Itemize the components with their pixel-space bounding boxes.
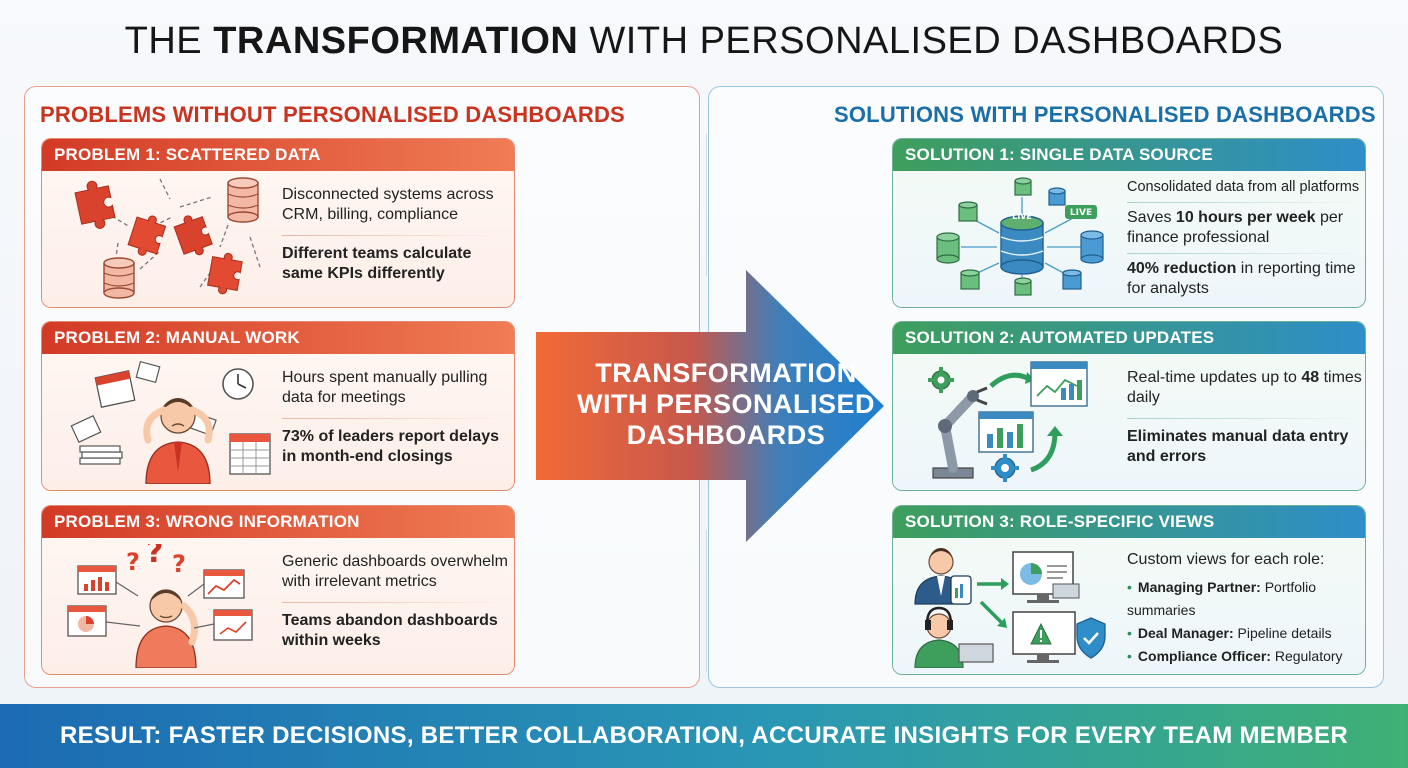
database-icon	[227, 177, 259, 223]
svg-text:?: ?	[126, 548, 140, 576]
solution-3-text: Custom views for each role: Managing Par…	[1127, 550, 1363, 674]
svg-text:?: ?	[172, 550, 186, 578]
svg-text:LIVE: LIVE	[1070, 208, 1092, 218]
svg-text:LIVE: LIVE	[1012, 212, 1032, 221]
solution-1-header: SOLUTION 1: SINGLE DATA SOURCE	[893, 139, 1365, 171]
bar-chart-window-icon	[77, 565, 117, 595]
solution-2-benefit: Eliminates manual data entry and errors	[1127, 428, 1349, 465]
database-icon	[1048, 187, 1104, 290]
problem-card-wrong-information: PROBLEM 3: WRONG INFORMATION	[41, 505, 515, 675]
problem-1-description: Disconnected systems across CRM, billing…	[282, 186, 494, 223]
problems-heading: PROBLEMS WITHOUT PERSONALISED DASHBOARDS	[40, 102, 625, 127]
role-specific-views-illustration	[914, 548, 1106, 668]
clock-icon	[222, 368, 254, 400]
problem-2-description: Hours spent manually pulling data for me…	[282, 369, 488, 406]
puzzle-piece-icon	[127, 215, 167, 256]
line-chart-window-icon	[203, 569, 245, 599]
robot-arm-icon	[932, 386, 988, 479]
title-prefix: THE	[124, 20, 214, 62]
headset-person-icon	[914, 606, 994, 668]
gear-icon	[991, 454, 1019, 482]
bar-chart-window-icon	[213, 609, 253, 641]
problem-3-impact: Teams abandon dashboards within weeks	[282, 612, 498, 649]
database-icon	[103, 257, 135, 299]
problem-card-manual-work: PROBLEM 2: MANUAL WORK	[41, 321, 515, 491]
database-hub-icon: LIVE	[1000, 212, 1044, 275]
transformation-label-line-1: TRANSFORMATION	[595, 358, 857, 388]
chart-monitor-icon	[978, 411, 1034, 453]
shield-check-icon	[1076, 617, 1106, 659]
puzzle-piece-icon	[74, 180, 116, 229]
solution-2-description: Real-time updates up to 48 times daily	[1127, 369, 1362, 406]
problem-1-header: PROBLEM 1: SCATTERED DATA	[42, 139, 514, 171]
manual-work-illustration	[70, 360, 271, 484]
pie-chart-window-icon	[67, 605, 107, 637]
page-title: THE TRANSFORMATION WITH PERSONALISED DAS…	[0, 20, 1408, 63]
center-divider-top	[706, 134, 707, 276]
solution-3-header: SOLUTION 3: ROLE-SPECIFIC VIEWS	[893, 506, 1365, 538]
question-mark-icon: ? ? ?	[126, 544, 186, 578]
result-banner: RESULT: FASTER DECISIONS, BETTER COLLABO…	[0, 704, 1408, 768]
solution-card-role-specific-views: SOLUTION 3: ROLE-SPECIFIC VIEWS	[892, 505, 1366, 675]
role-item-deal-manager: Deal Manager: Pipeline details	[1127, 622, 1363, 645]
title-bold: TRANSFORMATION	[213, 20, 579, 62]
problem-1-impact: Different teams calculate same KPIs diff…	[282, 245, 472, 282]
chart-monitor-icon	[1030, 361, 1088, 407]
problem-3-text: Generic dashboards overwhelm with irrele…	[282, 552, 508, 651]
transformation-label-line-2: WITH PERSONALISED	[576, 389, 875, 419]
solution-1-benefit-reduction: 40% reduction in reporting time for anal…	[1127, 260, 1356, 297]
problem-1-text: Disconnected systems across CRM, billing…	[282, 185, 508, 284]
solution-1-benefit-hours: Saves 10 hours per week per finance prof…	[1127, 209, 1344, 246]
title-suffix: WITH PERSONALISED DASHBOARDS	[578, 20, 1284, 62]
database-icon	[936, 177, 1032, 296]
problem-3-description: Generic dashboards overwhelm with irrele…	[282, 553, 508, 590]
role-list: Managing Partner: Portfolio summaries De…	[1127, 576, 1363, 674]
calendar-icon	[94, 370, 136, 408]
wrong-information-illustration: ? ? ?	[67, 544, 253, 668]
business-person-icon	[914, 548, 972, 605]
problem-card-scattered-data: PROBLEM 1: SCATTERED DATA	[41, 138, 515, 308]
transformation-arrow	[536, 270, 884, 542]
spreadsheet-icon	[229, 433, 271, 475]
role-item-managing-partner: Managing Partner: Portfolio summaries	[1127, 576, 1363, 622]
solution-2-text: Real-time updates up to 48 times daily E…	[1127, 368, 1363, 467]
pie-chart-monitor-icon	[1012, 551, 1080, 603]
single-data-source-illustration: LIVE LIVE	[936, 177, 1104, 296]
transformation-label-line-3: DASHBOARDS	[626, 420, 826, 450]
stressed-person-icon	[143, 398, 213, 484]
transformation-label: TRANSFORMATION WITH PERSONALISED DASHBOA…	[536, 358, 916, 451]
svg-text:?: ?	[146, 544, 163, 570]
confused-person-icon	[135, 589, 199, 668]
solutions-heading: SOLUTIONS WITH PERSONALISED DASHBOARDS	[834, 102, 1376, 127]
scattered-data-illustration	[74, 177, 261, 299]
warning-monitor-icon	[1012, 611, 1076, 663]
result-text: RESULT: FASTER DECISIONS, BETTER COLLABO…	[60, 722, 1348, 749]
solution-card-single-data-source: SOLUTION 1: SINGLE DATA SOURCE LIVE LIVE	[892, 138, 1366, 308]
problem-2-impact: 73% of leaders report delays in month-en…	[282, 428, 499, 465]
problem-2-header: PROBLEM 2: MANUAL WORK	[42, 322, 514, 354]
problem-3-header: PROBLEM 3: WRONG INFORMATION	[42, 506, 514, 538]
puzzle-piece-icon	[173, 215, 213, 256]
solution-1-description: Consolidated data from all platforms	[1127, 179, 1360, 195]
solution-1-text: Consolidated data from all platforms Sav…	[1127, 177, 1363, 299]
solution-card-automated-updates: SOLUTION 2: AUTOMATED UPDATES	[892, 321, 1366, 491]
gear-icon	[928, 367, 954, 393]
problem-2-text: Hours spent manually pulling data for me…	[282, 368, 508, 467]
center-divider-bottom	[706, 530, 707, 672]
solution-2-header: SOLUTION 2: AUTOMATED UPDATES	[893, 322, 1365, 354]
automated-updates-illustration	[928, 361, 1088, 482]
live-badge: LIVE	[1065, 205, 1097, 219]
puzzle-piece-icon	[207, 252, 243, 295]
solution-3-intro: Custom views for each role:	[1127, 551, 1325, 568]
role-item-compliance-officer: Compliance Officer: Regulatory alerts	[1127, 645, 1363, 674]
